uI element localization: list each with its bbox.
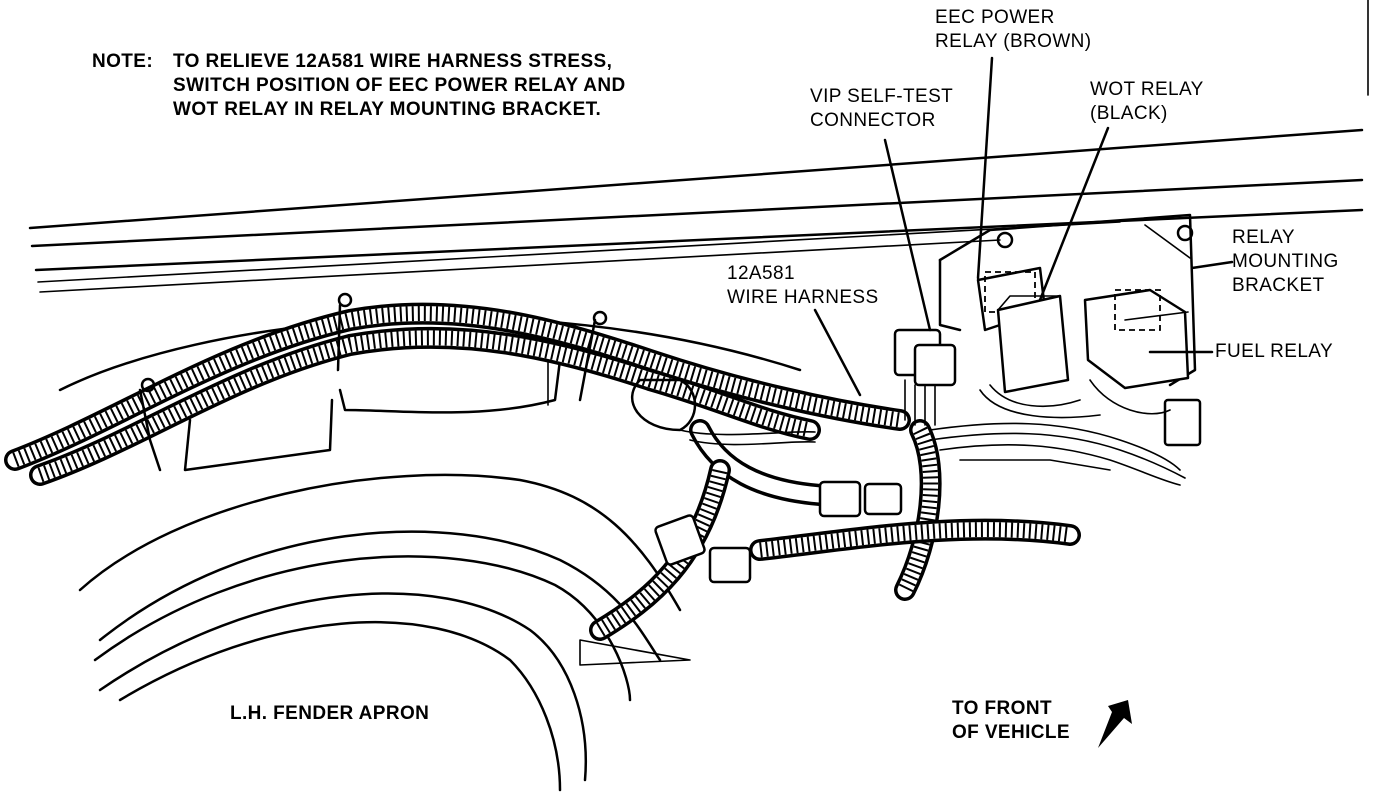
harness-clips [138,292,608,472]
to-front-of-vehicle-label: TO FRONT OF VEHICLE [952,697,1070,745]
label-line: RELAY [1232,227,1295,248]
label-line: CONNECTOR [810,110,936,131]
label-line: (BLACK) [1090,103,1168,124]
harness-branches [589,419,1081,641]
inline-connectors [630,378,903,584]
wot-relay-shape [996,294,1070,394]
relay-mounting-bracket-label: RELAY MOUNTING BRACKET [1232,226,1339,298]
wot-relay-label: WOT RELAY (BLACK) [1090,78,1204,126]
note-heading: NOTE: [92,51,154,72]
label-line: 12A581 [727,263,795,284]
harness-leader [813,308,862,397]
eec-power-relay-label: EEC POWER RELAY (BROWN) [935,6,1092,54]
label-line: RELAY (BROWN) [935,31,1092,52]
apron-panels [183,358,562,472]
front-arrow-icon [1098,700,1132,748]
label-line: EEC POWER [935,7,1055,28]
leader-lines [813,56,1234,397]
label-line: WIRE HARNESS [727,287,879,308]
note-line: TO RELIEVE 12A581 WIRE HARNESS STRESS, [173,51,613,72]
bracket-connector [1163,398,1202,447]
cowl-body-lines [28,128,1364,293]
label-line: TO FRONT [952,698,1052,719]
wot-leader [1038,126,1110,302]
fender-apron-label: L.H. FENDER APRON [230,703,430,724]
note-text: TO RELIEVE 12A581 WIRE HARNESS STRESS, S… [173,50,626,122]
label-line: WOT RELAY [1090,79,1204,100]
label-line: VIP SELF-TEST [810,86,954,107]
vip-self-test-connector-label: VIP SELF-TEST CONNECTOR [810,85,953,133]
relay-wire-bundle [929,379,1186,486]
note-line: WOT RELAY IN RELAY MOUNTING BRACKET. [173,99,602,120]
bracket-leader [1190,260,1234,270]
wire-harness-label: 12A581 WIRE HARNESS [727,262,879,310]
note-line: SWITCH POSITION OF EEC POWER RELAY AND [173,75,626,96]
main-wire-harness [4,302,911,486]
fuel-relay-label: FUEL RELAY [1215,341,1334,362]
fuel-relay-shape [1083,288,1190,390]
vip-self-test-connector-shape [893,328,957,426]
label-line: MOUNTING [1232,251,1339,272]
eec-leader [976,56,994,280]
label-line: BRACKET [1232,275,1325,296]
label-line: OF VEHICLE [952,722,1071,743]
vip-leader [883,138,932,332]
